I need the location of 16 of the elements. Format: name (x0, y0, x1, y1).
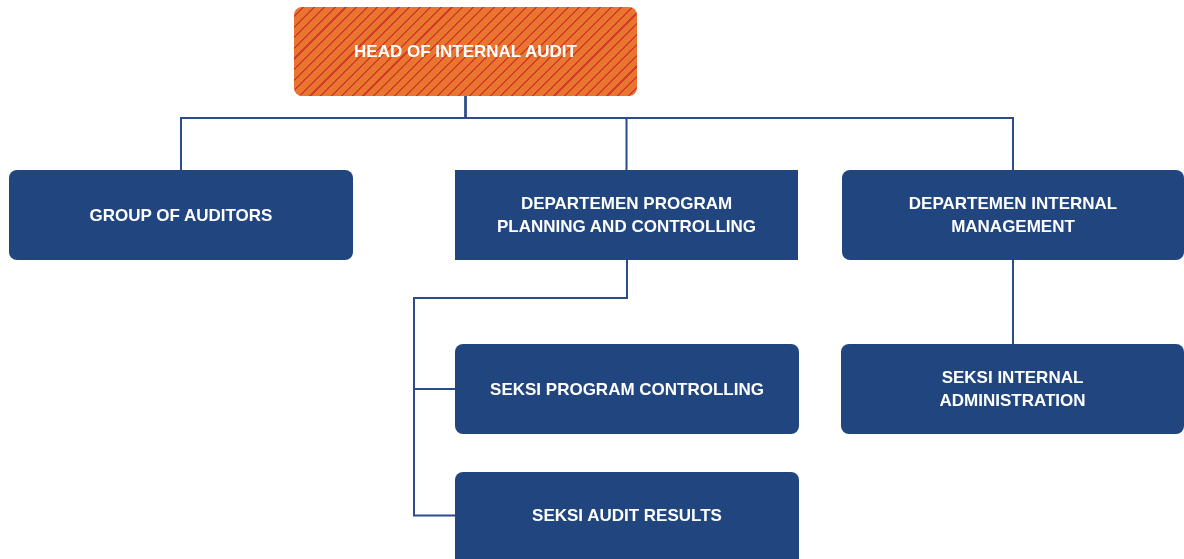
head-box (294, 7, 637, 96)
box-label: SEKSI AUDIT RESULTS (531, 505, 723, 527)
department-box (455, 170, 798, 260)
box-label: HEAD OF INTERNAL AUDIT (353, 41, 578, 63)
box-label: DEPARTEMEN PROGRAM PLANNING AND CONTROLLING (495, 193, 758, 238)
section-box (455, 344, 799, 434)
section-box (455, 472, 799, 559)
box-label: DEPARTEMEN INTERNAL MANAGEMENT (907, 193, 1119, 238)
box-label: SEKSI INTERNAL ADMINISTRATION (938, 367, 1087, 412)
connector-line (1012, 259, 1014, 345)
connector-line (464, 95, 1014, 171)
box-label: SEKSI PROGRAM CONTROLLING (489, 378, 765, 401)
department-box (842, 170, 1184, 260)
unit-box (9, 170, 353, 260)
section-box (841, 344, 1184, 434)
box-label: GROUP OF AUDITORS (88, 204, 274, 227)
